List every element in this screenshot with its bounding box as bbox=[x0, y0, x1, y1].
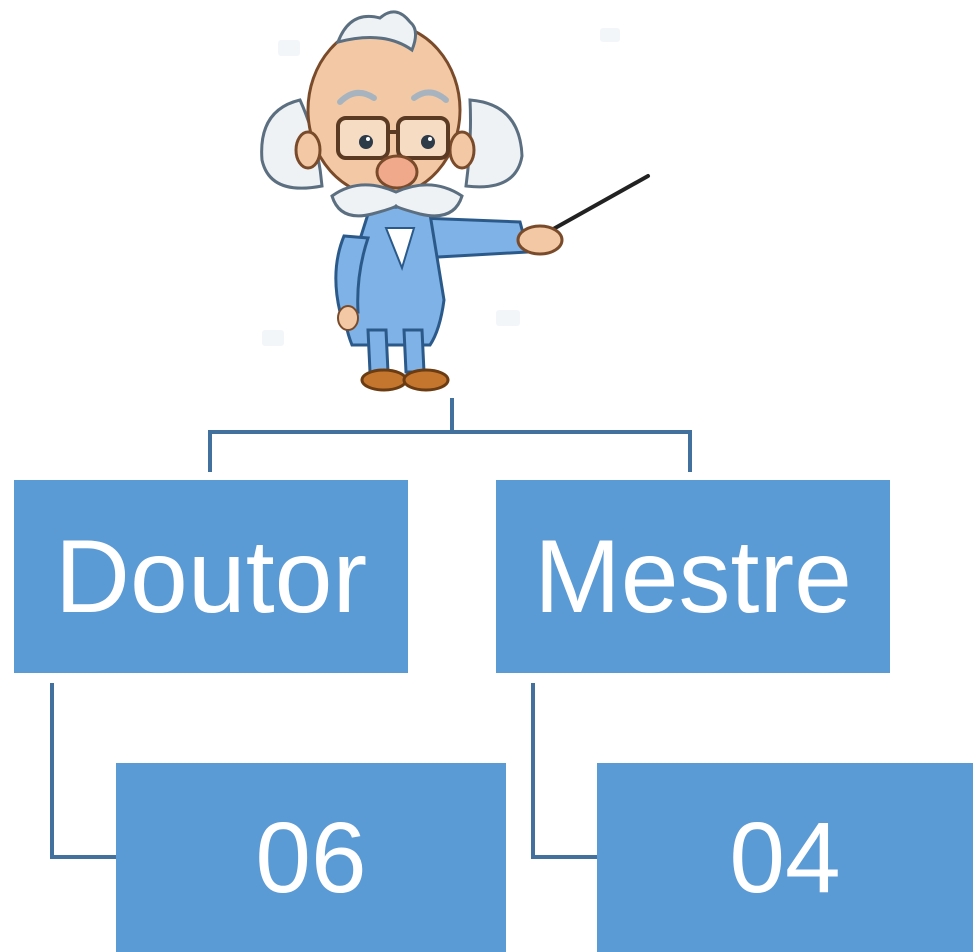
professor-with-pointer-icon bbox=[260, 10, 650, 392]
node-doutor-label: Doutor bbox=[54, 518, 368, 635]
node-box-04 bbox=[597, 763, 973, 952]
mestre-count-label: 04 bbox=[729, 801, 841, 914]
connector-root-branch bbox=[208, 430, 692, 472]
doutor-count-label: 06 bbox=[255, 801, 367, 914]
node-mestre-label: Mestre bbox=[534, 518, 852, 635]
connector-doutor-06 bbox=[50, 683, 116, 859]
node-box-doutor bbox=[14, 480, 408, 673]
node-boxes bbox=[14, 480, 973, 952]
connector-lines bbox=[50, 398, 692, 859]
node-box-mestre bbox=[496, 480, 890, 673]
connector-mestre-04 bbox=[531, 683, 597, 859]
node-box-06 bbox=[116, 763, 506, 952]
